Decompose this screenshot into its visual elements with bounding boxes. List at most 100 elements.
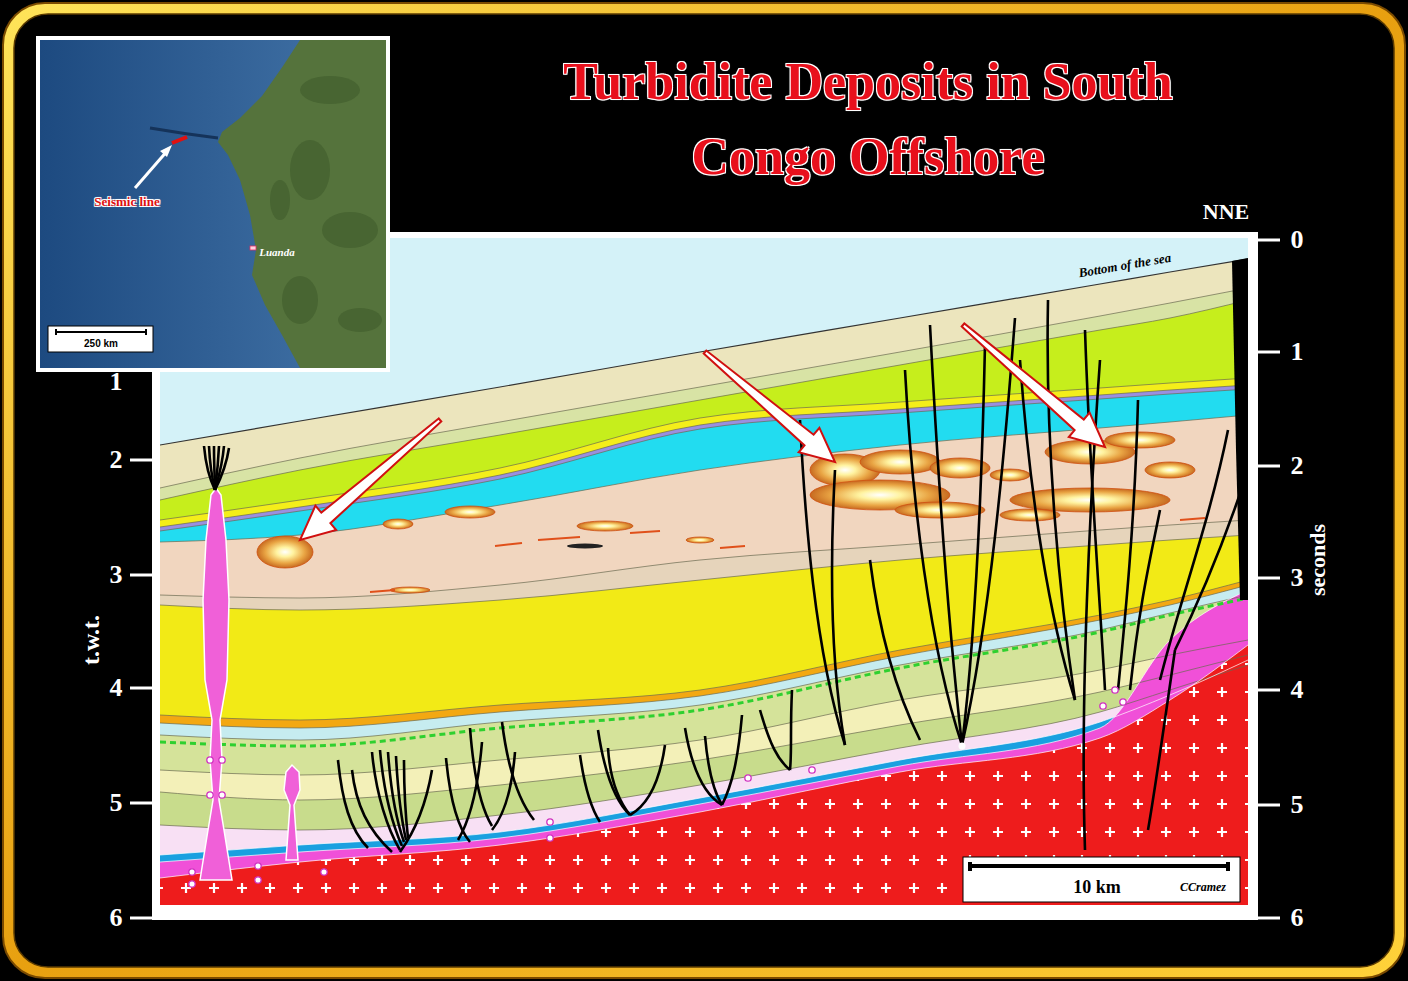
well-marker: [189, 869, 195, 875]
well-marker: [809, 767, 815, 773]
strata-layer: [160, 288, 1248, 905]
fault-line: [930, 325, 962, 745]
axis-number: 5: [1291, 790, 1304, 820]
land-patch: [300, 76, 360, 104]
fault-line: [1085, 330, 1105, 690]
scale-line: [970, 862, 1228, 871]
fault-line: [1175, 470, 1248, 650]
fault-line: [608, 748, 630, 815]
dark-lens: [567, 544, 603, 549]
fault-line: [832, 470, 845, 745]
fault-line: [598, 730, 630, 815]
inset-map: [38, 38, 400, 370]
turbidite-body: [257, 536, 313, 568]
well-marker: [321, 869, 327, 875]
fault-line: [458, 742, 482, 840]
inset-arrow: [135, 150, 168, 188]
pointer-arrow: [300, 419, 441, 541]
horizon-line: [160, 385, 1248, 527]
scale-bar: [963, 857, 1240, 902]
diagram-title: Turbidite Deposits in South Congo Offsho…: [548, 44, 1188, 195]
axis-number: 6: [1291, 903, 1304, 933]
fault-line: [400, 770, 432, 852]
land-patch: [322, 212, 378, 248]
fault-line: [1048, 300, 1075, 700]
axis-tick: [130, 574, 152, 577]
fault-line: [502, 722, 534, 820]
fault-line: [446, 758, 470, 842]
turbidite-body: [577, 521, 633, 531]
well-marker: [219, 792, 225, 798]
salt-bulb: [284, 765, 300, 860]
turbidite-body: [686, 537, 714, 543]
fault-line: [492, 752, 515, 830]
horizon-line: [160, 378, 1248, 520]
axis-number: 0: [1291, 225, 1304, 255]
fault-line: [352, 770, 392, 852]
axis-number: 5: [110, 788, 123, 818]
land: [218, 40, 386, 368]
axis-tick: [1258, 689, 1280, 692]
well-marker: [207, 757, 213, 763]
fault-line: [1130, 510, 1160, 690]
axis-tick: [1258, 239, 1280, 242]
well-marker: [1112, 687, 1118, 693]
inset-scale-box: [48, 326, 153, 352]
axis-tick: [130, 917, 152, 920]
pointer-arrow: [962, 324, 1105, 448]
well-marker: [547, 819, 553, 825]
white-dot: [959, 743, 966, 750]
fault-line: [1148, 650, 1175, 830]
fault-line: [962, 318, 1015, 745]
axis-tick: [1258, 351, 1280, 354]
axis-number: 1: [1291, 337, 1304, 367]
seismic-line-mark: [172, 137, 187, 143]
fault-line: [630, 745, 665, 815]
well-marker: [1100, 703, 1106, 709]
axis-number: 2: [1291, 451, 1304, 481]
well-marker: [255, 863, 261, 869]
land-patch: [270, 180, 290, 220]
inset-arrow-head: [160, 145, 172, 157]
strata-layer: [160, 300, 1248, 905]
turbidite-body: [390, 587, 430, 593]
fault-line: [204, 446, 215, 490]
fault-line: [209, 446, 215, 490]
turbidite-body: [1145, 462, 1195, 478]
axis-tick: [130, 459, 152, 462]
well-marker: [189, 881, 195, 887]
well-marker: [745, 775, 751, 781]
turbidite-body: [383, 519, 413, 529]
fault-line: [905, 370, 962, 745]
channel-fill: [370, 590, 395, 592]
fault-line: [722, 715, 742, 805]
axis-title: seconds: [1305, 524, 1330, 596]
well-marker: [1120, 699, 1126, 705]
axis-number: 6: [110, 903, 123, 933]
horizon-line: [160, 389, 1248, 531]
city-marker: [250, 246, 256, 250]
land-patch: [282, 276, 318, 324]
fault-line: [685, 728, 722, 805]
fault-line: [790, 690, 792, 770]
axis-number: 3: [110, 560, 123, 590]
horizon-line: [160, 535, 1248, 610]
channel-fill: [630, 531, 660, 533]
axis-tick: [130, 802, 152, 805]
seafloor-label: Bottom of the sea: [1076, 250, 1175, 281]
pointer-arrow: [704, 351, 835, 463]
data-edge-strip: [1232, 258, 1248, 600]
map-label: Seismic line: [94, 195, 159, 210]
pointer-arrows: [300, 324, 1105, 541]
fault-line: [404, 760, 408, 838]
axis-tick: [1258, 804, 1280, 807]
author-credit: CCramez: [1180, 881, 1226, 895]
well-marker: [207, 792, 213, 798]
channel-fill: [1180, 518, 1205, 520]
channel-fill: [495, 543, 522, 546]
land-patch: [338, 308, 382, 332]
fault-line: [800, 420, 845, 745]
axis-number: 3: [1291, 563, 1304, 593]
